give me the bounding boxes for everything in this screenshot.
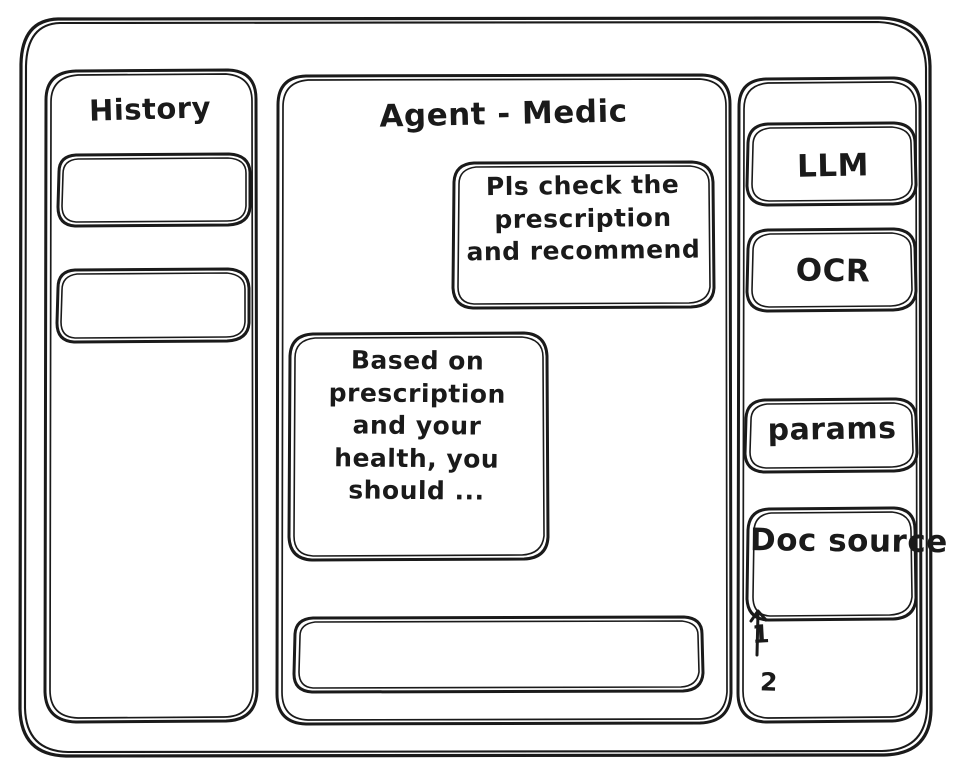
tool-doc-source-outline	[745, 506, 918, 622]
agent-message-bubble-outline	[287, 331, 550, 562]
user-message-bubble	[453, 162, 714, 308]
agent-panel-outline	[275, 73, 733, 726]
history-item-1[interactable]	[57, 154, 251, 226]
history-item-2-outline	[55, 267, 251, 344]
user-message-bubble-outline	[451, 160, 716, 310]
history-item-1-outline	[56, 152, 252, 228]
tool-ocr-outline	[745, 227, 918, 313]
tool-params-outline	[743, 397, 919, 474]
tool-button-llm[interactable]	[747, 123, 916, 205]
history-panel-outline	[43, 68, 259, 724]
doc-source-connector	[749, 609, 768, 657]
tool-button-ocr[interactable]	[747, 229, 916, 311]
composer-input[interactable]	[294, 617, 703, 692]
composer-input-outline	[292, 615, 705, 694]
history-item-2[interactable]	[57, 269, 250, 342]
tool-button-params[interactable]	[745, 399, 917, 472]
window-frame-outline	[18, 16, 933, 758]
tools-panel-outline	[736, 76, 923, 724]
tool-llm-outline	[745, 121, 918, 207]
agent-message-bubble	[289, 333, 548, 560]
tool-button-doc-source[interactable]	[747, 508, 916, 620]
